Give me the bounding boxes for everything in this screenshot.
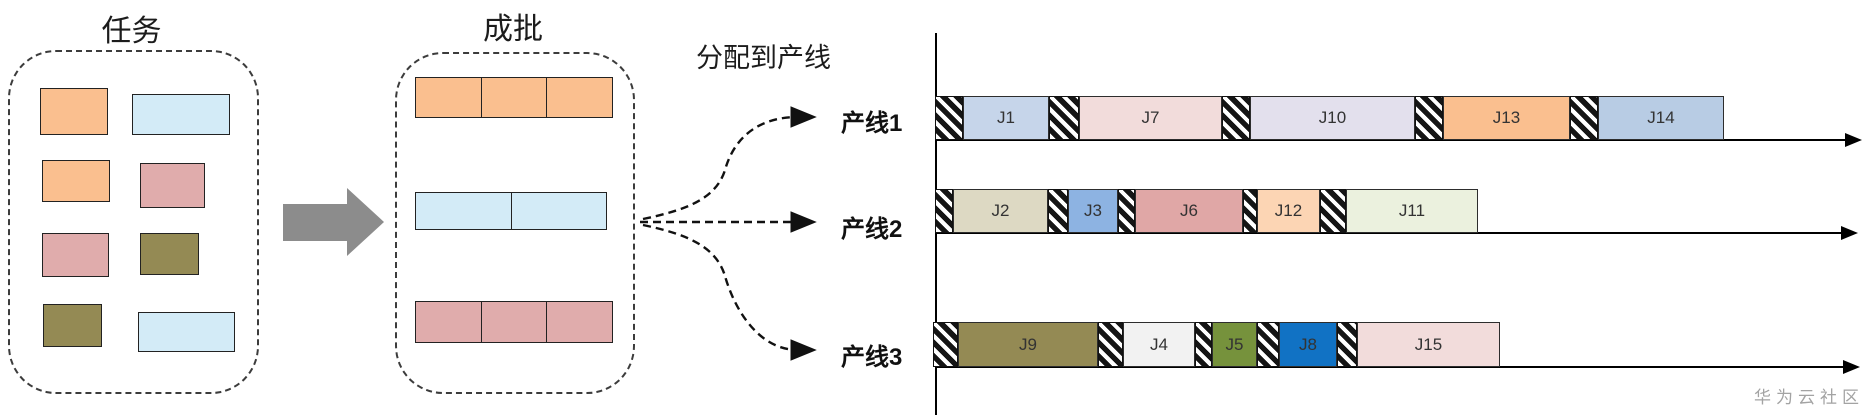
gantt-job-J2: J2 xyxy=(953,189,1048,233)
task-rect-pink xyxy=(42,233,109,277)
gantt-setup-block xyxy=(1337,322,1357,367)
gantt-baseline xyxy=(935,232,1841,234)
assign-arrow-line1 xyxy=(642,106,817,221)
batch-segment xyxy=(512,193,607,229)
flow-arrow xyxy=(283,188,384,256)
gantt-job-J5: J5 xyxy=(1212,322,1257,367)
gantt-baseline-arrowhead xyxy=(1845,133,1862,147)
gantt-baseline-arrowhead xyxy=(1843,360,1860,374)
line-label-3: 产线3 xyxy=(841,344,903,371)
batch-segment xyxy=(547,78,612,117)
gantt-setup-block xyxy=(935,189,953,233)
gantt-setup-block xyxy=(1320,189,1346,233)
gantt-baseline-arrowhead xyxy=(1841,226,1858,240)
gantt-job-J1: J1 xyxy=(963,96,1049,140)
batch-bar-orange xyxy=(415,77,613,118)
task-rect-pink xyxy=(140,163,205,208)
gantt-baseline xyxy=(935,366,1843,368)
task-rect-olive xyxy=(43,304,102,347)
batch-segment xyxy=(482,78,548,117)
gantt-setup-block xyxy=(1570,96,1598,140)
gantt-job-J11: J11 xyxy=(1346,189,1478,233)
task-rect-olive xyxy=(140,233,199,275)
batch-panel-title: 成批 xyxy=(483,13,543,46)
gantt-setup-block xyxy=(1049,96,1079,140)
watermark: 华为云社区 xyxy=(1754,388,1864,407)
gantt-job-J15: J15 xyxy=(1357,322,1500,367)
batch-segment xyxy=(482,302,548,342)
gantt-job-J13: J13 xyxy=(1443,96,1570,140)
tasks-panel-box xyxy=(8,50,259,394)
task-rect-orange xyxy=(42,160,110,202)
gantt-job-J4: J4 xyxy=(1123,322,1195,367)
gantt-setup-block xyxy=(1195,322,1212,367)
gantt-job-J3: J3 xyxy=(1068,189,1118,233)
line-label-1: 产线1 xyxy=(841,110,903,137)
gantt-setup-block xyxy=(1048,189,1068,233)
batch-segment xyxy=(416,193,512,229)
gantt-job-J8: J8 xyxy=(1279,322,1337,367)
gantt-setup-block xyxy=(933,322,958,367)
gantt-setup-block xyxy=(1098,322,1123,367)
gantt-job-J9: J9 xyxy=(958,322,1098,367)
gantt-setup-block xyxy=(1415,96,1443,140)
gantt-job-J7: J7 xyxy=(1079,96,1222,140)
task-rect-orange xyxy=(40,88,108,135)
gantt-job-J12: J12 xyxy=(1257,189,1320,233)
gantt-baseline xyxy=(935,139,1845,141)
assign-title: 分配到产线 xyxy=(696,43,831,73)
batch-bar-pink xyxy=(415,301,613,343)
batch-segment xyxy=(547,302,612,342)
task-rect-lightblue xyxy=(138,312,235,352)
gantt-job-J6: J6 xyxy=(1135,189,1243,233)
batch-panel-box xyxy=(395,52,635,394)
line-label-2: 产线2 xyxy=(841,216,903,243)
gantt-setup-block xyxy=(1243,189,1257,233)
gantt-setup-block xyxy=(1222,96,1250,140)
gantt-job-J14: J14 xyxy=(1598,96,1724,140)
gantt-setup-block xyxy=(935,96,963,140)
gantt-setup-block xyxy=(1118,189,1135,233)
assign-arrow-line3 xyxy=(642,223,817,361)
batch-segment xyxy=(416,302,482,342)
gantt-job-J10: J10 xyxy=(1250,96,1415,140)
task-rect-lightblue xyxy=(132,94,230,135)
gantt-setup-block xyxy=(1257,322,1279,367)
batch-segment xyxy=(416,78,482,117)
tasks-panel-title: 任务 xyxy=(101,15,162,48)
batch-bar-lightblue xyxy=(415,192,607,230)
